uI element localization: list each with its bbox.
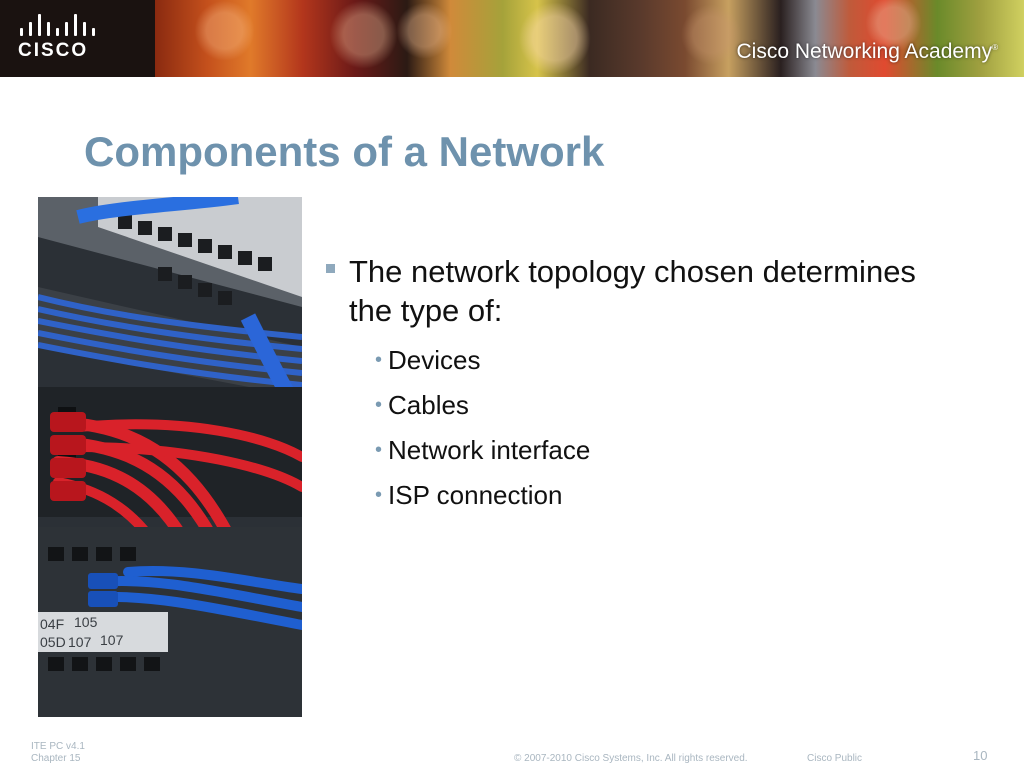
slide-title: Components of a Network	[84, 128, 605, 175]
sub-item-text: ISP connection	[388, 480, 563, 510]
dot-bullet-icon: •	[375, 394, 383, 416]
svg-text:107: 107	[68, 634, 92, 650]
square-bullet-icon	[326, 264, 335, 273]
sub-item-text: Devices	[388, 345, 481, 375]
patch-panel-photo: 04F 105 05D 107 107	[38, 197, 302, 717]
list-item: • Cables	[322, 383, 962, 428]
academy-title: Cisco Networking Academy®	[736, 40, 998, 63]
cisco-logo: CISCO	[18, 14, 108, 62]
slide-content: The network topology chosen determines t…	[322, 252, 962, 518]
cisco-bridge-logo-icon	[20, 14, 100, 36]
list-item: • Network interface	[322, 428, 962, 473]
footer-course-info: ITE PC v4.1 Chapter 15	[31, 741, 85, 765]
patch-panel-illustration: 04F 105 05D 107 107	[38, 197, 302, 717]
sub-item-text: Cables	[388, 390, 469, 420]
page-number: 10	[973, 748, 988, 763]
dot-bullet-icon: •	[375, 439, 383, 461]
sub-bullet-list: • Devices • Cables • Network interface •…	[322, 338, 962, 518]
cisco-wordmark: CISCO	[18, 40, 89, 61]
svg-text:105: 105	[74, 614, 98, 630]
dot-bullet-icon: •	[375, 484, 383, 506]
list-item: • ISP connection	[322, 473, 962, 518]
footer-classification: Cisco Public	[807, 753, 863, 764]
header-banner: CISCO Cisco Networking Academy®	[0, 0, 1024, 77]
svg-text:05D: 05D	[40, 634, 66, 650]
main-bullet-text: The network topology chosen determines t…	[349, 254, 916, 328]
list-item: • Devices	[322, 338, 962, 383]
header-photo-collage	[155, 0, 1024, 77]
main-bullet: The network topology chosen determines t…	[322, 252, 962, 330]
footer-course: ITE PC v4.1	[31, 741, 85, 752]
footer-copyright: © 2007-2010 Cisco Systems, Inc. All righ…	[514, 753, 748, 764]
footer-chapter: Chapter 15	[31, 753, 81, 764]
header-photo-faces	[155, 0, 1024, 77]
registered-mark: ®	[992, 43, 998, 52]
sub-item-text: Network interface	[388, 435, 591, 465]
svg-text:107: 107	[100, 632, 124, 648]
dot-bullet-icon: •	[375, 349, 383, 371]
svg-text:04F: 04F	[40, 616, 64, 632]
